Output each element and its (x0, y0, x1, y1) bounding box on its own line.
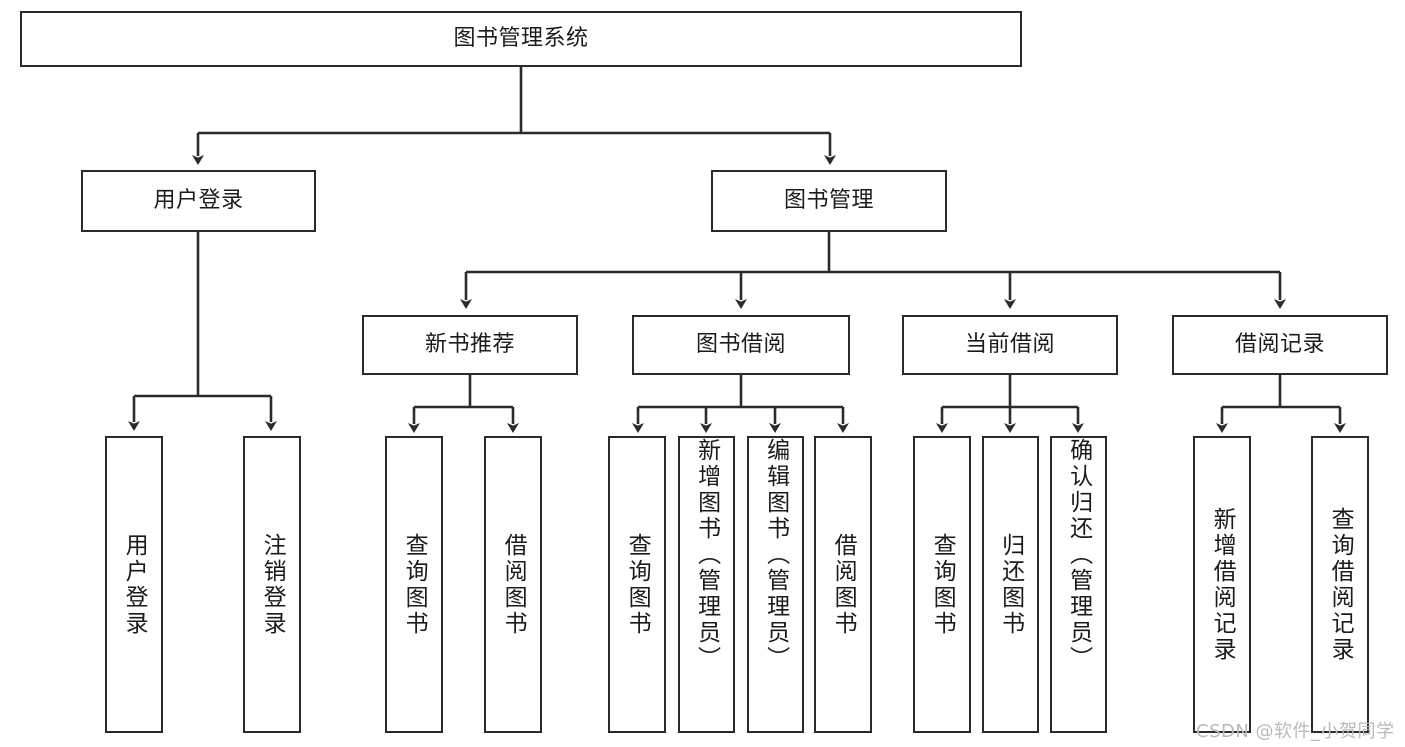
node-label: 新增借阅记录 (1209, 506, 1236, 663)
node-label: 当前借阅 (964, 332, 1055, 358)
node-label: 编辑图书（管理员） (762, 438, 789, 672)
leaf-logout[interactable]: 注销登录 (243, 436, 301, 733)
node-label: 注销登录 (259, 532, 286, 637)
leaf-query-book-borrow[interactable]: 查询图书 (608, 436, 666, 733)
node-book-borrow[interactable]: 图书借阅 (632, 315, 850, 375)
leaf-query-borrow-record[interactable]: 查询借阅记录 (1311, 436, 1369, 733)
node-new-book-recommend[interactable]: 新书推荐 (362, 315, 578, 375)
node-label: 查询图书 (401, 532, 428, 637)
node-current-borrow[interactable]: 当前借阅 (902, 315, 1118, 375)
node-label: 确认归还（管理员） (1065, 438, 1092, 672)
leaf-user-login[interactable]: 用户登录 (105, 436, 163, 733)
node-label: 用户登录 (121, 532, 148, 637)
node-label: 归还图书 (997, 532, 1024, 637)
node-label: 图书借阅 (695, 332, 786, 358)
node-label: 借阅图书 (830, 532, 857, 637)
node-label: 用户登录 (153, 188, 244, 214)
node-label: 借阅图书 (500, 532, 527, 637)
node-label: 图书管理 (783, 188, 874, 214)
node-book-management[interactable]: 图书管理 (711, 170, 947, 232)
node-label: 新书推荐 (424, 332, 515, 358)
csdn-watermark: CSDN @软件_小贺同学 (1196, 721, 1395, 742)
leaf-confirm-return-admin[interactable]: 确认归还（管理员） (1050, 436, 1107, 733)
node-label: 图书管理系统 (453, 26, 589, 52)
leaf-add-borrow-record[interactable]: 新增借阅记录 (1193, 436, 1251, 733)
leaf-borrow-book-recommend[interactable]: 借阅图书 (484, 436, 542, 733)
node-user-login[interactable]: 用户登录 (81, 170, 316, 232)
leaf-query-book-current[interactable]: 查询图书 (913, 436, 971, 733)
node-label: 借阅记录 (1234, 332, 1325, 358)
leaf-borrow-book[interactable]: 借阅图书 (814, 436, 872, 733)
leaf-add-book-admin[interactable]: 新增图书（管理员） (678, 436, 735, 733)
leaf-edit-book-admin[interactable]: 编辑图书（管理员） (747, 436, 804, 733)
node-label: 新增图书（管理员） (693, 438, 720, 672)
node-root-system[interactable]: 图书管理系统 (20, 11, 1022, 67)
leaf-return-book[interactable]: 归还图书 (982, 436, 1039, 733)
node-label: 查询借阅记录 (1327, 506, 1354, 663)
node-label: 查询图书 (624, 532, 651, 637)
node-label: 查询图书 (929, 532, 956, 637)
node-borrow-record[interactable]: 借阅记录 (1172, 315, 1388, 375)
leaf-query-book-recommend[interactable]: 查询图书 (385, 436, 443, 733)
